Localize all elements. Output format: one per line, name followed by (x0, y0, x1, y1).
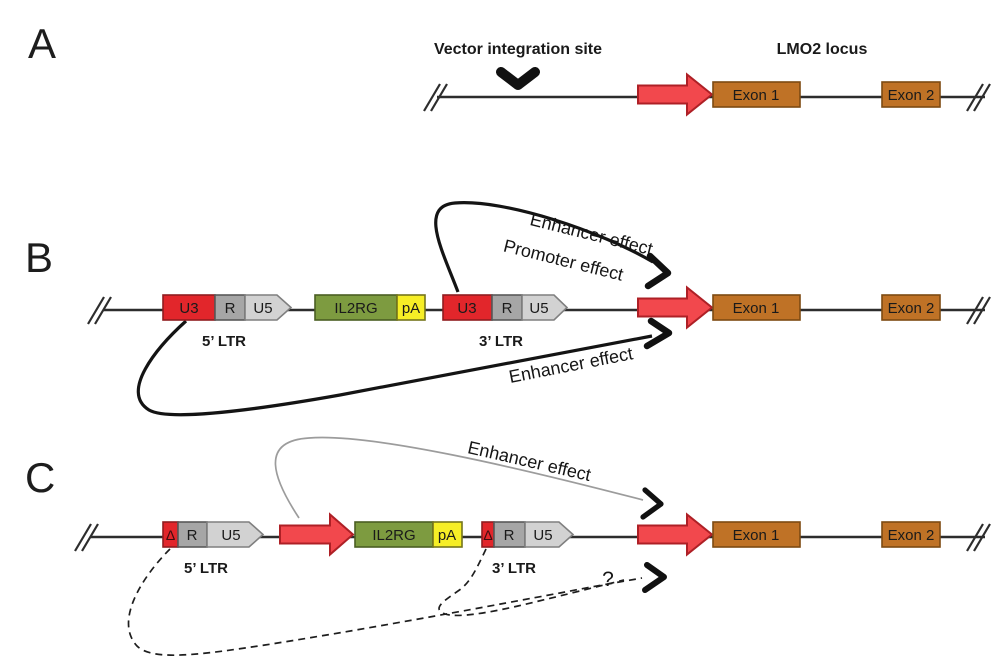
enhancer-arc-weak (274, 436, 644, 519)
pa-label: pA (438, 527, 456, 544)
ltr5-group: Δ R U5 5’ LTR (162, 521, 265, 577)
delta-label: Δ (166, 527, 175, 543)
u5-box (524, 521, 575, 548)
integration-site-label: Vector integration site (434, 41, 602, 58)
break-mark-left (423, 83, 448, 112)
panel-b: B Enhancer effect Promoter effect Enhanc… (25, 201, 991, 417)
exon2-box (881, 81, 941, 108)
integration-chevron-icon (496, 67, 540, 90)
il2rg-box (314, 294, 398, 321)
break-mark-right (966, 296, 991, 325)
exon1-label: Exon 1 (733, 87, 780, 104)
ltr5-caption: 5’ LTR (184, 560, 228, 577)
delta-label: Δ (483, 527, 492, 543)
panel-a-letter: A (28, 20, 56, 67)
ltr3-caption: 3’ LTR (492, 560, 536, 577)
u3-label: U3 (179, 300, 198, 317)
exon2-label: Exon 2 (888, 527, 935, 544)
enhancer-arrowhead-icon (643, 317, 673, 350)
enhancer-arc-bottom (136, 319, 653, 417)
u5-label: U5 (529, 300, 548, 317)
r-box (491, 294, 523, 321)
exon1-box (712, 294, 801, 321)
pa-box (396, 294, 426, 321)
u5-box (206, 521, 265, 548)
panel-c: C Enhancer effect ? Δ R U5 5’ LTR (25, 436, 991, 657)
ltr3-caption: 3’ LTR (479, 333, 523, 350)
u3-label: U3 (457, 300, 476, 317)
question-mark-label: ? (602, 568, 614, 591)
ltr5-caption: 5’ LTR (202, 333, 246, 350)
exon2-label: Exon 2 (888, 300, 935, 317)
enhancer-promoter-arc (434, 201, 654, 293)
dashed-effect-arc-5ltr (127, 548, 643, 657)
lmo2-promoter-arrow (637, 512, 714, 557)
exon2-label: Exon 2 (888, 87, 935, 104)
u5-label: U5 (221, 527, 240, 544)
r-box (177, 521, 208, 548)
ltr3-group: Δ R U5 3’ LTR (481, 521, 575, 577)
u3-box (442, 294, 493, 321)
dashed-effect-arrowhead-icon (642, 562, 667, 593)
enhancer-promoter-arrowhead-icon (644, 252, 672, 290)
lmo2-promoter-arrow (637, 285, 714, 330)
u3-box (162, 294, 216, 321)
break-mark-right (966, 83, 991, 112)
pa-box (432, 521, 463, 548)
dashed-effect-arc-3ltr (438, 548, 625, 617)
break-mark-left (87, 296, 112, 325)
panel-b-letter: B (25, 234, 53, 281)
lmo2-promoter-arrow (637, 72, 714, 117)
panel-c-letter: C (25, 454, 55, 501)
r-label: R (502, 300, 513, 317)
enhancer-arrowhead-gray-icon (640, 487, 664, 520)
ltr3-group: U3 R U5 3’ LTR (442, 294, 569, 350)
exon2-box (881, 521, 941, 548)
panel-a: A Vector integration site LMO2 locus Exo… (28, 20, 991, 117)
r-label: R (225, 300, 236, 317)
ltr5-group: U3 R U5 5’ LTR (162, 294, 293, 350)
exon1-label: Exon 1 (733, 300, 780, 317)
il2rg-label: IL2RG (334, 300, 377, 317)
exon1-box (712, 521, 801, 548)
u5-label: U5 (253, 300, 272, 317)
il2rg-label: IL2RG (372, 527, 415, 544)
exon1-box (712, 81, 801, 108)
r-label: R (504, 527, 515, 544)
exon1-label: Exon 1 (733, 527, 780, 544)
break-mark-left (74, 523, 99, 552)
pa-label: pA (402, 300, 420, 317)
u5-box (521, 294, 569, 321)
break-mark-right (966, 523, 991, 552)
internal-promoter-arrow (279, 512, 355, 557)
lmo2-locus-label: LMO2 locus (777, 41, 868, 58)
r-label: R (187, 527, 198, 544)
u5-box (244, 294, 293, 321)
exon2-box (881, 294, 941, 321)
u5-label: U5 (533, 527, 552, 544)
